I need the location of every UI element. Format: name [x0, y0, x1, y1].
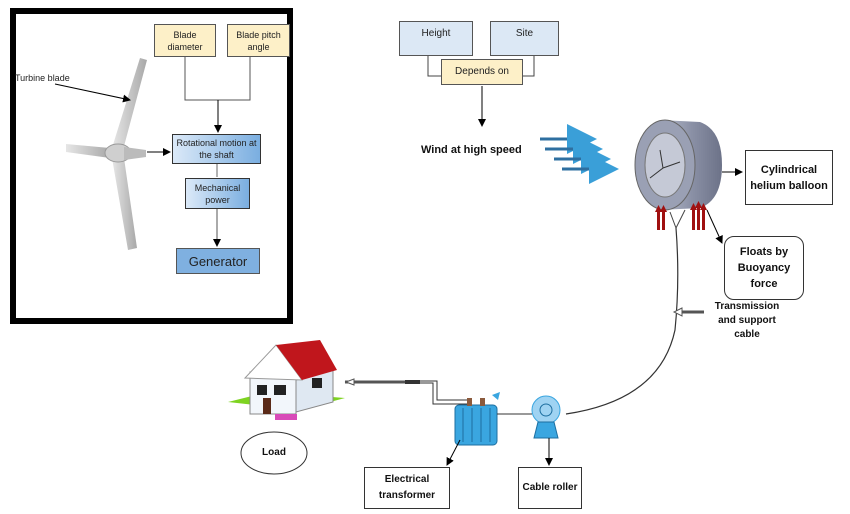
- helium-balloon: [634, 119, 722, 211]
- generator-box: Generator: [176, 248, 260, 274]
- transmission-cable: [565, 227, 679, 415]
- blade-diameter-box: Blade diameter: [154, 24, 216, 57]
- buoyancy-arrows: [655, 201, 707, 230]
- cable-roller-icon: [531, 395, 561, 439]
- wind-arrows: [540, 124, 619, 184]
- load-ellipse: [240, 431, 308, 475]
- electrical-transformer-box: Electrical transformer: [364, 467, 450, 509]
- cable-pointer-arrow: [672, 307, 704, 317]
- rotational-motion-box: Rotational motion at the shaft: [172, 134, 261, 164]
- load-label: Load: [262, 447, 286, 458]
- transformer-icon: [454, 392, 500, 446]
- floats-by-buoyancy-box: Floats by Buoyancy force: [724, 236, 804, 300]
- depends-on-box: Depends on: [441, 59, 523, 85]
- transmission-cable-label: Transmission and support cable: [714, 301, 780, 340]
- turbine-blade-label: Turbine blade: [15, 73, 70, 83]
- mechanical-power-box: Mechanical power: [185, 178, 250, 209]
- house-icon: [228, 340, 345, 420]
- site-box: Site: [490, 21, 559, 56]
- height-box: Height: [399, 21, 473, 56]
- blade-pitch-angle-box: Blade pitch angle: [227, 24, 290, 57]
- wind-label: Wind at high speed: [421, 144, 522, 156]
- cylindrical-helium-balloon-box: Cylindrical helium balloon: [745, 150, 833, 205]
- cable-roller-box: Cable roller: [518, 467, 582, 509]
